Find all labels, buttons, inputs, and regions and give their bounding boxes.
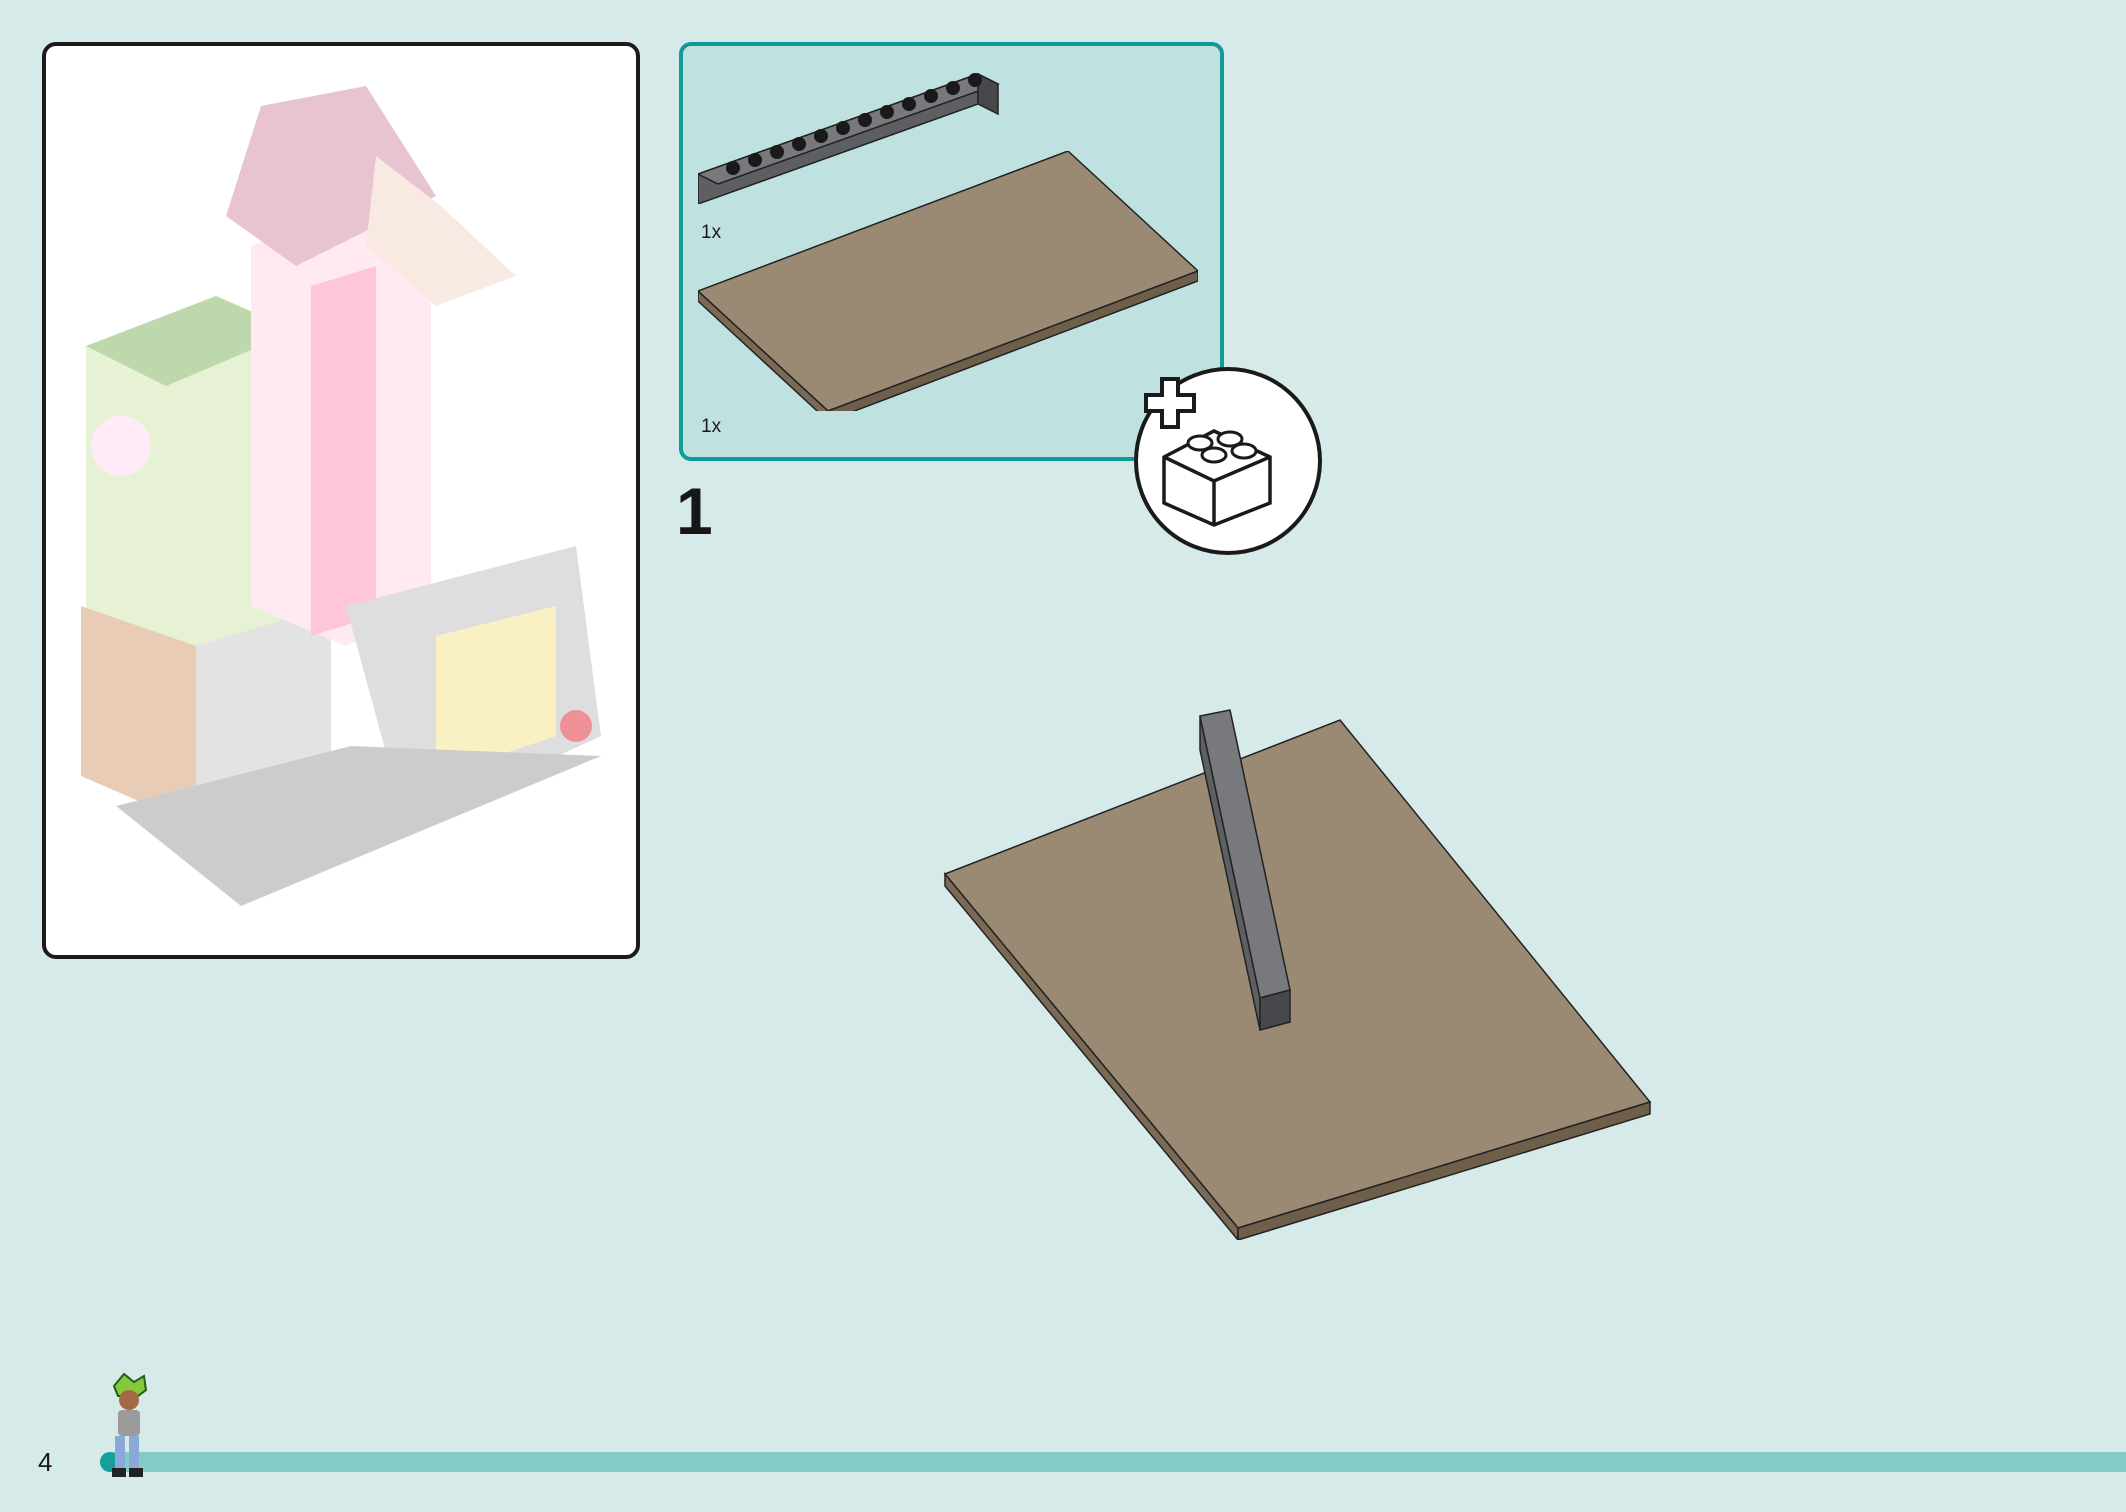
- page-number: 4: [38, 1447, 53, 1477]
- step-number: 1: [676, 474, 713, 548]
- finished-model-preview: [42, 42, 640, 959]
- part-quantity: 1x: [701, 416, 722, 437]
- parts-list-panel: 1x 1x: [679, 42, 1224, 461]
- finished-house-model-icon: [81, 86, 601, 906]
- step-1-assembly-illustration: [943, 709, 1652, 1240]
- dark-gray-technic-brick-icon: [698, 72, 1000, 204]
- minifigure-walking-icon: [112, 1372, 148, 1477]
- tan-plate-icon: [698, 151, 1198, 411]
- progress-bar: [100, 1452, 2126, 1472]
- part-quantity: 1x: [701, 222, 722, 243]
- add-new-bricks-icon: [1134, 367, 1322, 555]
